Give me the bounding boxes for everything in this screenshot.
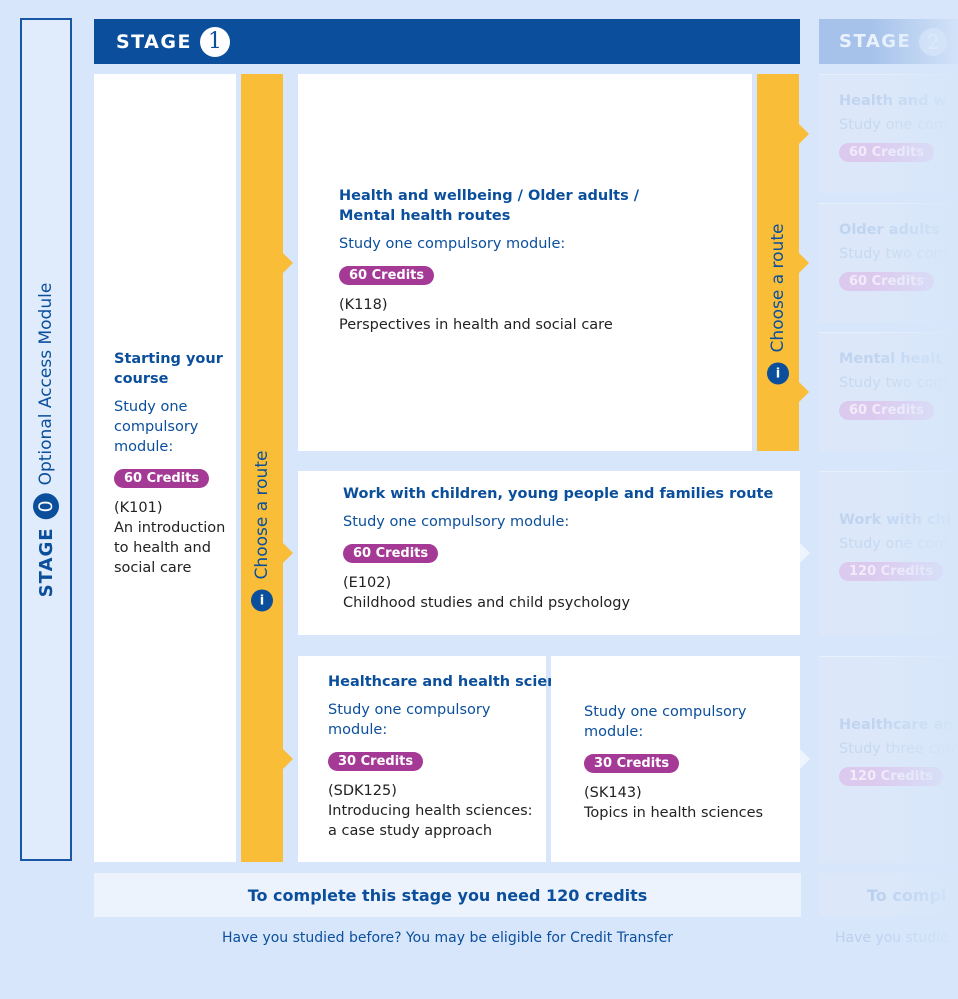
science-route-box-right: Study one compulsory module: 30 Credits … bbox=[551, 656, 800, 862]
arrow-icon bbox=[799, 124, 809, 144]
arrow-icon bbox=[799, 382, 809, 402]
stage-0-label: STAGE 0 Optional Access Module bbox=[33, 282, 59, 597]
stage-1-header: STAGE 1 bbox=[94, 19, 800, 64]
starting-title: Starting your course bbox=[114, 351, 223, 387]
science-left-sub: Study one compulsory module: bbox=[328, 702, 491, 738]
health-route-sub: Study one compulsory module: bbox=[339, 236, 566, 252]
science-left-module-name: Introducing health sciences: a case stud… bbox=[328, 803, 533, 839]
science-right-module-name: Topics in health sciences bbox=[584, 805, 764, 821]
children-route-sub: Study one compulsory module: bbox=[343, 514, 570, 530]
starting-code: (K101) bbox=[114, 500, 163, 516]
science-right-code: (SK143) bbox=[584, 785, 642, 801]
arrow-icon bbox=[800, 749, 810, 769]
stage-0-title: Optional Access Module bbox=[36, 282, 56, 485]
starting-module-name: An introduction to health and social car… bbox=[114, 520, 226, 576]
credit-transfer-link[interactable]: Have you studied before? You may be elig… bbox=[222, 930, 673, 946]
children-route-box: Work with children, young people and fam… bbox=[298, 471, 800, 635]
children-route-module-name: Childhood studies and child psychology bbox=[343, 595, 631, 611]
choose-route-label: Choose a route bbox=[252, 450, 272, 580]
health-route-module-name: Perspectives in health and social care bbox=[339, 317, 613, 333]
fade-overlay bbox=[870, 0, 958, 999]
health-route-title: Health and wellbeing / Older adults / Me… bbox=[339, 188, 640, 224]
stage-1-number-badge: 1 bbox=[199, 26, 230, 57]
science-route-box-left: Healthcare and health science route Stud… bbox=[298, 656, 625, 862]
stage-1-word: STAGE bbox=[116, 30, 192, 53]
arrow-icon bbox=[283, 253, 293, 273]
science-right-sub: Study one compulsory module: bbox=[584, 704, 747, 740]
choose-route-label: Choose a route bbox=[768, 223, 788, 353]
science-left-credits-badge: 30 Credits bbox=[328, 752, 424, 771]
stage-0-panel[interactable]: STAGE 0 Optional Access Module bbox=[20, 18, 72, 861]
choose-route-bar-left: i Choose a route bbox=[241, 74, 283, 862]
starting-sub: Study one compulsory module: bbox=[114, 399, 199, 455]
health-route-credits-badge: 60 Credits bbox=[339, 266, 435, 285]
science-route-title: Healthcare and health science route bbox=[328, 674, 626, 690]
info-icon[interactable]: i bbox=[251, 589, 273, 612]
starting-credits-badge: 60 Credits bbox=[114, 469, 210, 488]
arrow-icon bbox=[800, 543, 810, 563]
children-route-code: (E102) bbox=[343, 575, 392, 591]
arrow-icon bbox=[799, 253, 809, 273]
arrow-icon bbox=[283, 543, 293, 563]
children-route-title: Work with children, young people and fam… bbox=[343, 486, 774, 502]
stage-0-word: STAGE bbox=[35, 526, 57, 597]
choose-route-bar-right: i Choose a route bbox=[757, 74, 799, 451]
science-left-code: (SDK125) bbox=[328, 783, 397, 799]
starting-course-box: Starting your course Study one compulsor… bbox=[94, 74, 236, 862]
science-title-bridge bbox=[540, 656, 546, 668]
arrow-icon bbox=[283, 749, 293, 769]
children-route-credits-badge: 60 Credits bbox=[343, 544, 439, 563]
health-route-code: (K118) bbox=[339, 297, 388, 313]
info-icon[interactable]: i bbox=[767, 362, 789, 385]
stage-0-number-badge: 0 bbox=[33, 492, 59, 519]
stage-1-footer: To complete this stage you need 120 cred… bbox=[94, 873, 801, 917]
health-route-box: Health and wellbeing / Older adults / Me… bbox=[298, 74, 752, 451]
science-right-credits-badge: 30 Credits bbox=[584, 754, 680, 773]
